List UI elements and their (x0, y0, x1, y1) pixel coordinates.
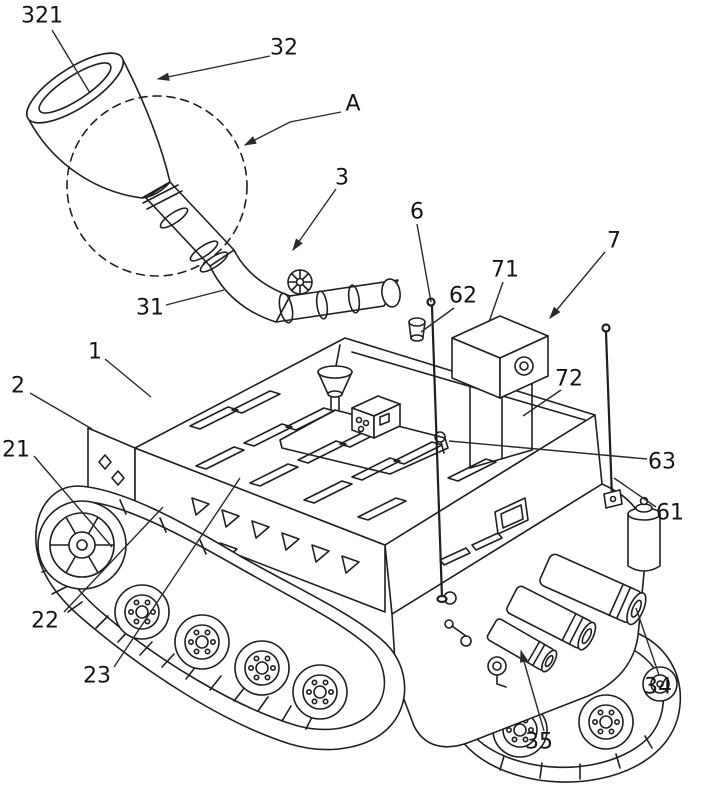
ref-label-71: 71 (488, 258, 519, 323)
ref-label-text: 71 (491, 258, 519, 283)
detail-circle-A (66, 95, 248, 277)
ref-label-22: 22 (31, 506, 164, 634)
ref-label-text: 72 (555, 367, 583, 392)
road-wheel (174, 614, 230, 670)
ref-label-text: 3 (335, 166, 349, 191)
ref-label-6: 6 (410, 200, 432, 303)
box-port (514, 356, 534, 376)
ref-label-A: A (243, 92, 361, 146)
ref-label-321: 321 (21, 4, 91, 94)
ref-label-3: 3 (292, 166, 349, 252)
hose-couplings (486, 553, 647, 673)
reference-labels: 321 32A 3 6 62 71 7 72 63 61 31 1 2 21 22 23 34 35 (2, 4, 684, 755)
ref-label-text: 321 (21, 4, 63, 29)
ref-label-72: 72 (522, 367, 583, 417)
ref-label-text: 32 (270, 36, 298, 61)
ref-label-text: 6 (410, 200, 424, 225)
road-wheel (292, 664, 348, 720)
ref-label-text: 2 (11, 374, 25, 399)
monitor-piping (275, 269, 446, 454)
ref-label-62: 62 (420, 284, 477, 333)
ref-label-text: 1 (88, 340, 102, 365)
ref-label-text: 21 (2, 438, 30, 463)
monitor-arm (142, 181, 294, 324)
ref-label-7: 7 (549, 229, 621, 320)
left-track (35, 485, 406, 751)
ref-label-text: 7 (607, 229, 621, 254)
road-wheel (114, 584, 170, 640)
ref-label-text: 62 (449, 284, 477, 309)
ref-label-35: 35 (520, 649, 553, 755)
ref-label-text: 22 (31, 609, 59, 634)
ref-label-text: A (345, 92, 360, 117)
right-road-wheel (578, 694, 634, 750)
ref-label-2: 2 (11, 374, 93, 430)
ref-label-text: 35 (525, 730, 553, 755)
ref-label-text: 23 (83, 664, 111, 689)
rear-canister (627, 496, 661, 572)
road-wheel (234, 640, 290, 696)
equipment-box-71 (451, 315, 549, 469)
ref-label-text: 61 (656, 501, 684, 526)
ref-label-23: 23 (83, 477, 241, 689)
ref-label-text: 34 (644, 675, 672, 700)
hull-front-right-face (384, 414, 603, 615)
ref-label-31: 31 (136, 289, 225, 321)
ref-label-text: 31 (136, 296, 164, 321)
ref-label-21: 21 (2, 438, 113, 548)
ref-label-1: 1 (88, 340, 152, 398)
ref-label-32: 32 (156, 36, 298, 81)
ref-label-34: 34 (635, 607, 672, 700)
ref-label-61: 61 (613, 477, 684, 526)
ref-label-text: 63 (648, 450, 676, 475)
front-idler-wheel (37, 500, 127, 590)
ref-label-63: 63 (448, 440, 676, 475)
horn-nozzle (25, 52, 171, 199)
antenna-right (601, 323, 623, 509)
